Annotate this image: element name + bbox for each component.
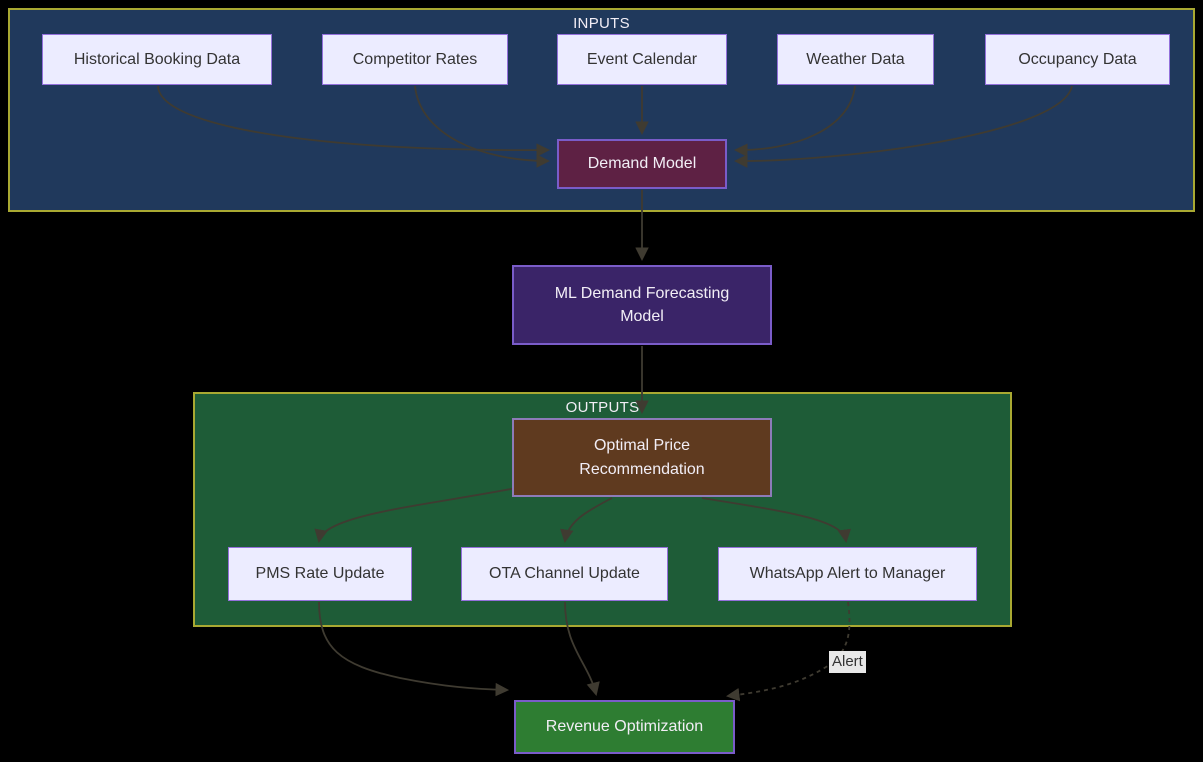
node-optimal-price-recommendation: Optimal Price Recommendation [512,418,772,497]
node-label: Weather Data [806,50,905,68]
node-label: Event Calendar [586,50,698,68]
node-event-calendar: Event Calendar [557,34,727,85]
node-label: Historical Booking Data [73,50,241,68]
node-label: Competitor Rates [352,50,478,68]
node-historical-booking-data: Historical Booking Data [42,34,272,85]
node-ml-demand-forecasting-model: ML Demand Forecasting Model [512,265,772,345]
inputs-cluster-label: INPUTS [573,15,630,32]
node-label: WhatsApp Alert to Manager [749,565,946,583]
node-label: PMS Rate Update [255,565,385,583]
node-label: Optimal Price Recommendation [579,437,705,478]
node-label: ML Demand Forecasting Model [554,284,730,325]
node-occupancy-data: Occupancy Data [985,34,1170,85]
node-label: Occupancy Data [1018,50,1137,68]
node-weather-data: Weather Data [777,34,934,85]
node-ota-channel-update: OTA Channel Update [461,547,668,601]
node-label: Demand Model [587,155,697,173]
node-whatsapp-alert-to-manager: WhatsApp Alert to Manager [718,547,977,601]
edge-label-alert: Alert [829,651,866,673]
node-pms-rate-update: PMS Rate Update [228,547,412,601]
node-label: OTA Channel Update [489,565,640,583]
outputs-cluster-label: OUTPUTS [565,399,640,416]
node-competitor-rates: Competitor Rates [322,34,508,85]
node-revenue-optimization: Revenue Optimization [514,700,735,754]
node-label: Revenue Optimization [545,718,704,736]
node-demand-model: Demand Model [557,139,727,189]
